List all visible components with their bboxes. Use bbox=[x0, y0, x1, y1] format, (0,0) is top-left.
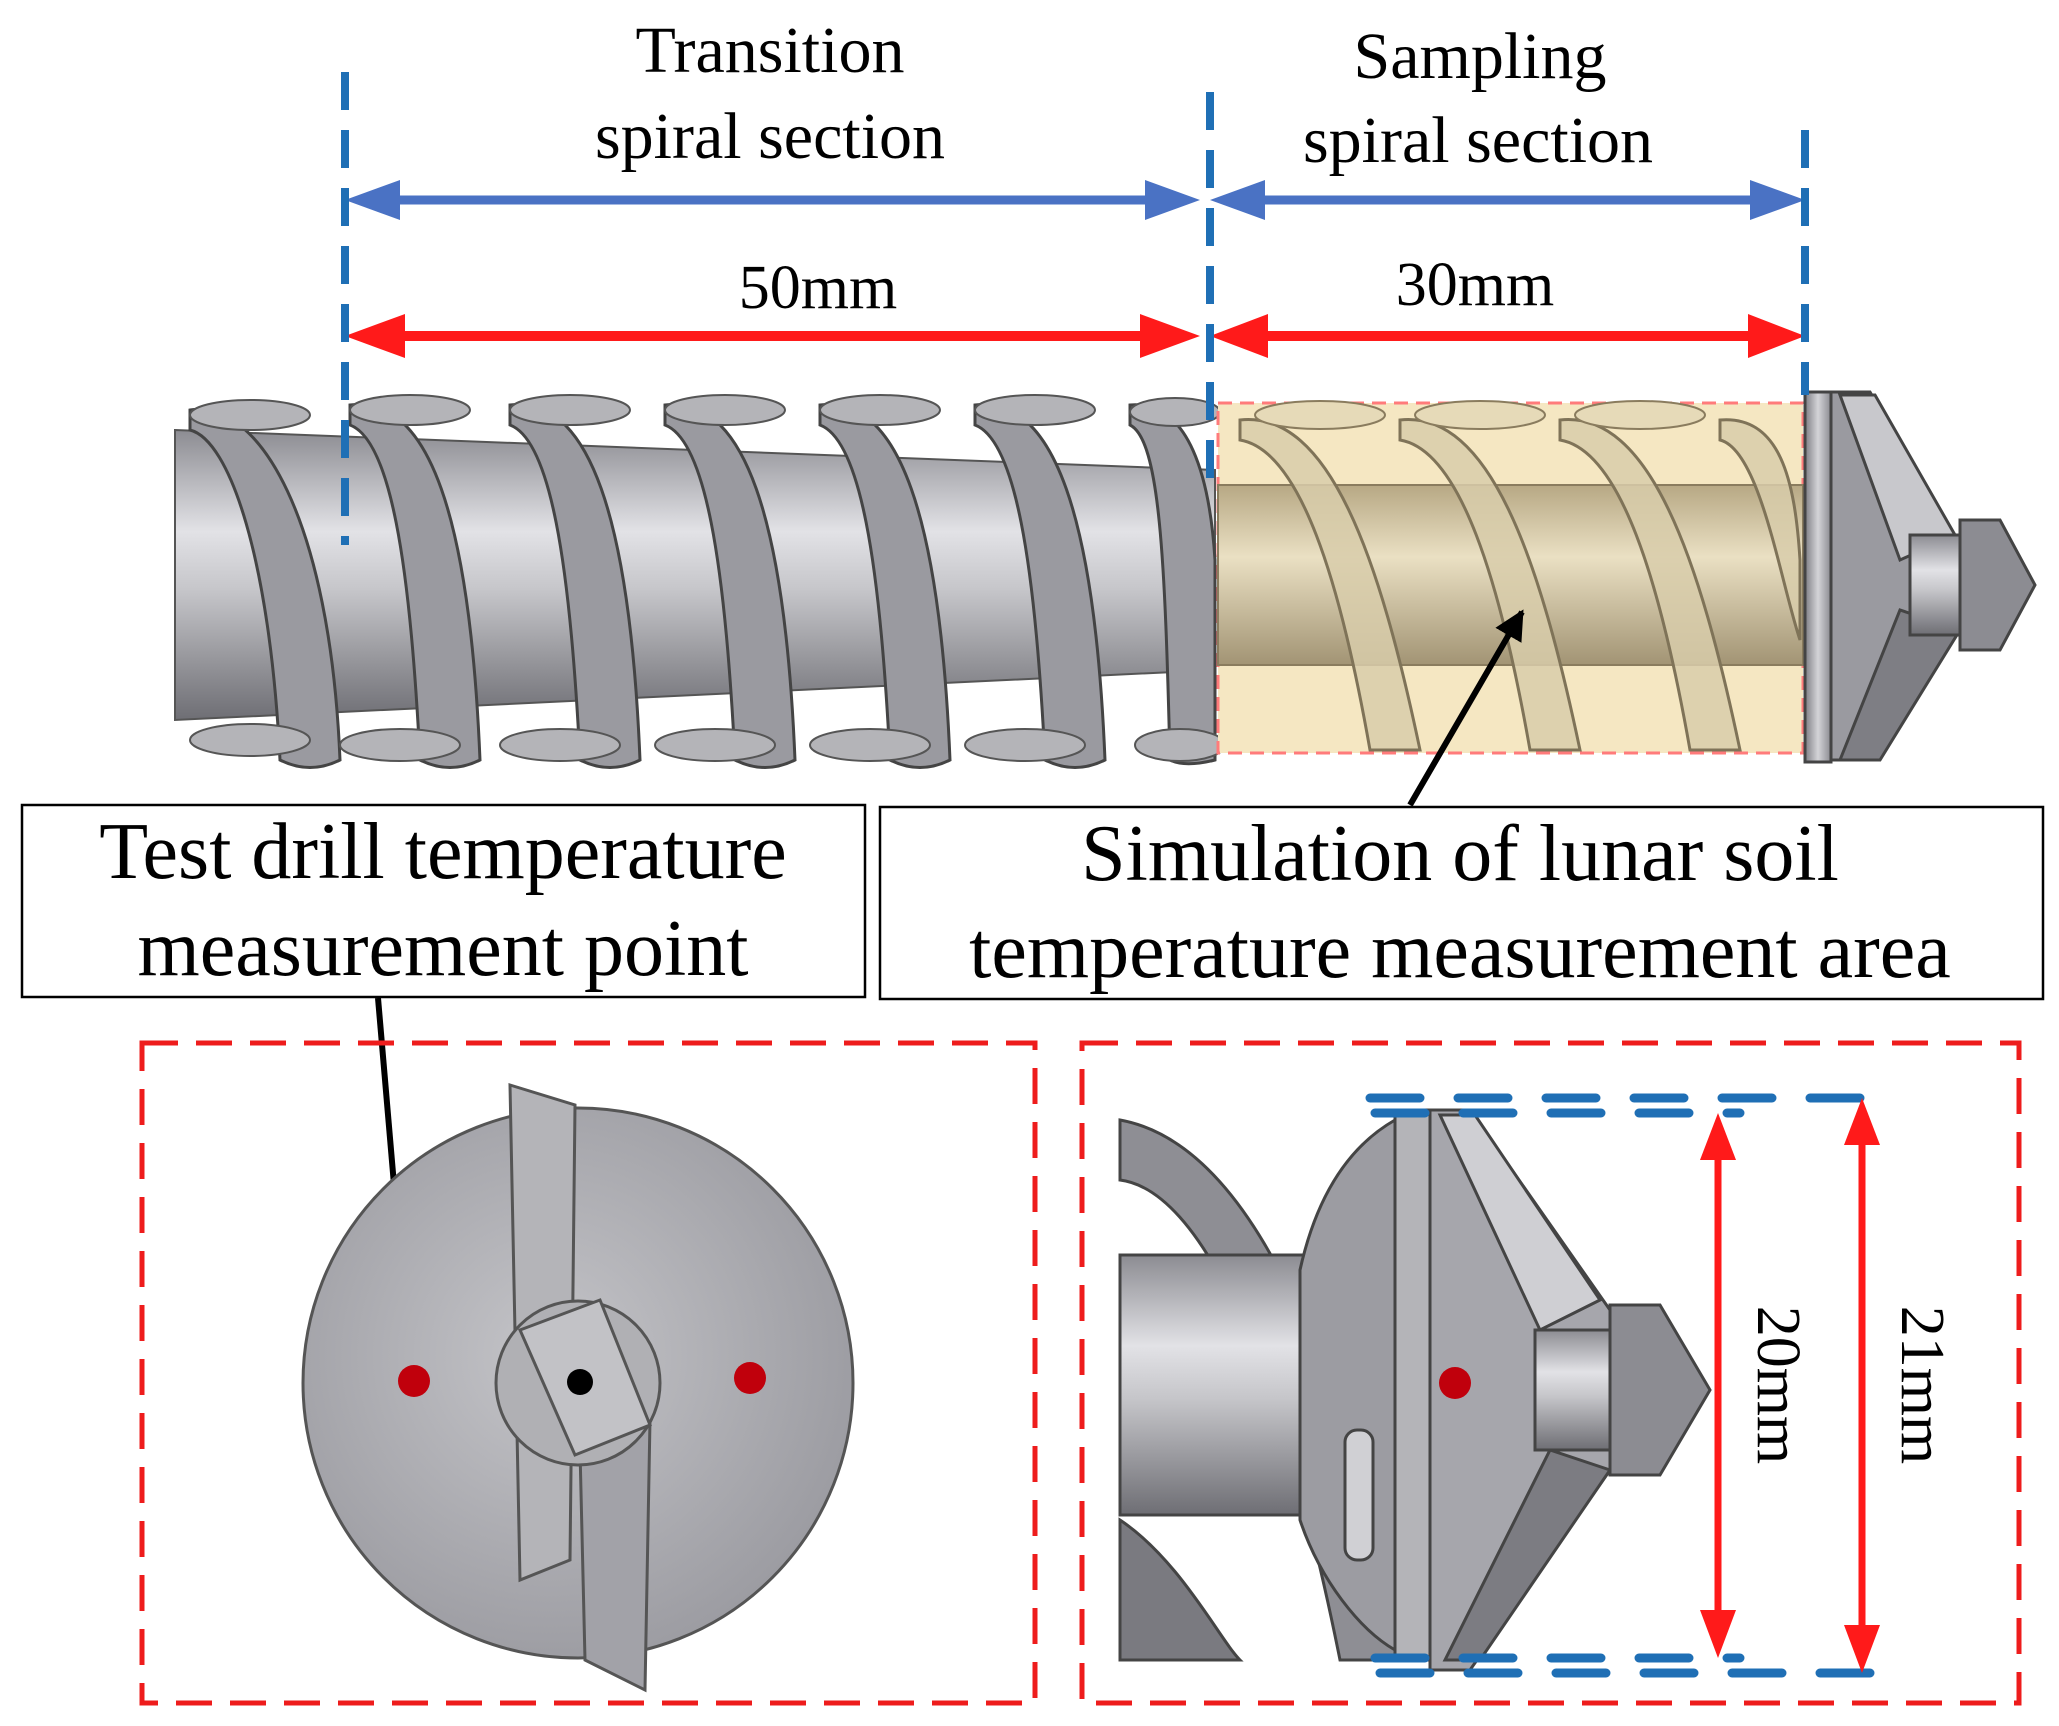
end-view-frame bbox=[139, 1040, 1038, 1706]
transition-length: 50mm bbox=[739, 254, 897, 322]
sampling-label-line2: spiral section bbox=[1303, 104, 1653, 177]
sampling-label-line1: Sampling bbox=[1353, 20, 1606, 93]
test-point-callout-box bbox=[20, 803, 867, 999]
outer-diameter-label: 21mm bbox=[1888, 1306, 1956, 1464]
diameter-guides bbox=[1365, 1093, 1910, 1678]
soil-area-callout-line2: temperature measurement area bbox=[969, 907, 1951, 995]
center-point bbox=[567, 1369, 593, 1395]
transition-flights bbox=[188, 402, 1217, 769]
test-point-callout-line2: measurement point bbox=[138, 905, 749, 993]
blue-section-arrows bbox=[345, 180, 1805, 220]
diameter-arrows bbox=[1700, 1098, 1880, 1673]
transition-label-line1: Transition bbox=[636, 14, 905, 87]
soil-area-arrow bbox=[1407, 609, 1525, 807]
test-point-callout-line1: Test drill temperature bbox=[99, 808, 786, 896]
measurement-dot-left bbox=[398, 1365, 430, 1397]
sampling-length: 30mm bbox=[1396, 251, 1554, 319]
inner-diameter-label: 20mm bbox=[1744, 1306, 1812, 1464]
blue-guide-lines bbox=[341, 72, 1809, 545]
transition-label-line2: spiral section bbox=[595, 100, 945, 173]
sampling-flights bbox=[1238, 418, 1802, 752]
measurement-dot-side bbox=[1439, 1367, 1471, 1399]
end-view-disc bbox=[301, 1082, 855, 1693]
drill-tip bbox=[1803, 390, 2037, 764]
drill-body-top bbox=[174, 390, 2037, 769]
tip-side-view bbox=[1118, 1108, 1712, 1672]
measurement-dot-right bbox=[734, 1362, 766, 1394]
red-length-arrows bbox=[345, 314, 1805, 358]
soil-area-callout-line1: Simulation of lunar soil bbox=[1081, 810, 1839, 898]
tip-view-frame bbox=[1079, 1040, 2022, 1706]
soil-area-callout-box bbox=[878, 805, 2045, 1001]
